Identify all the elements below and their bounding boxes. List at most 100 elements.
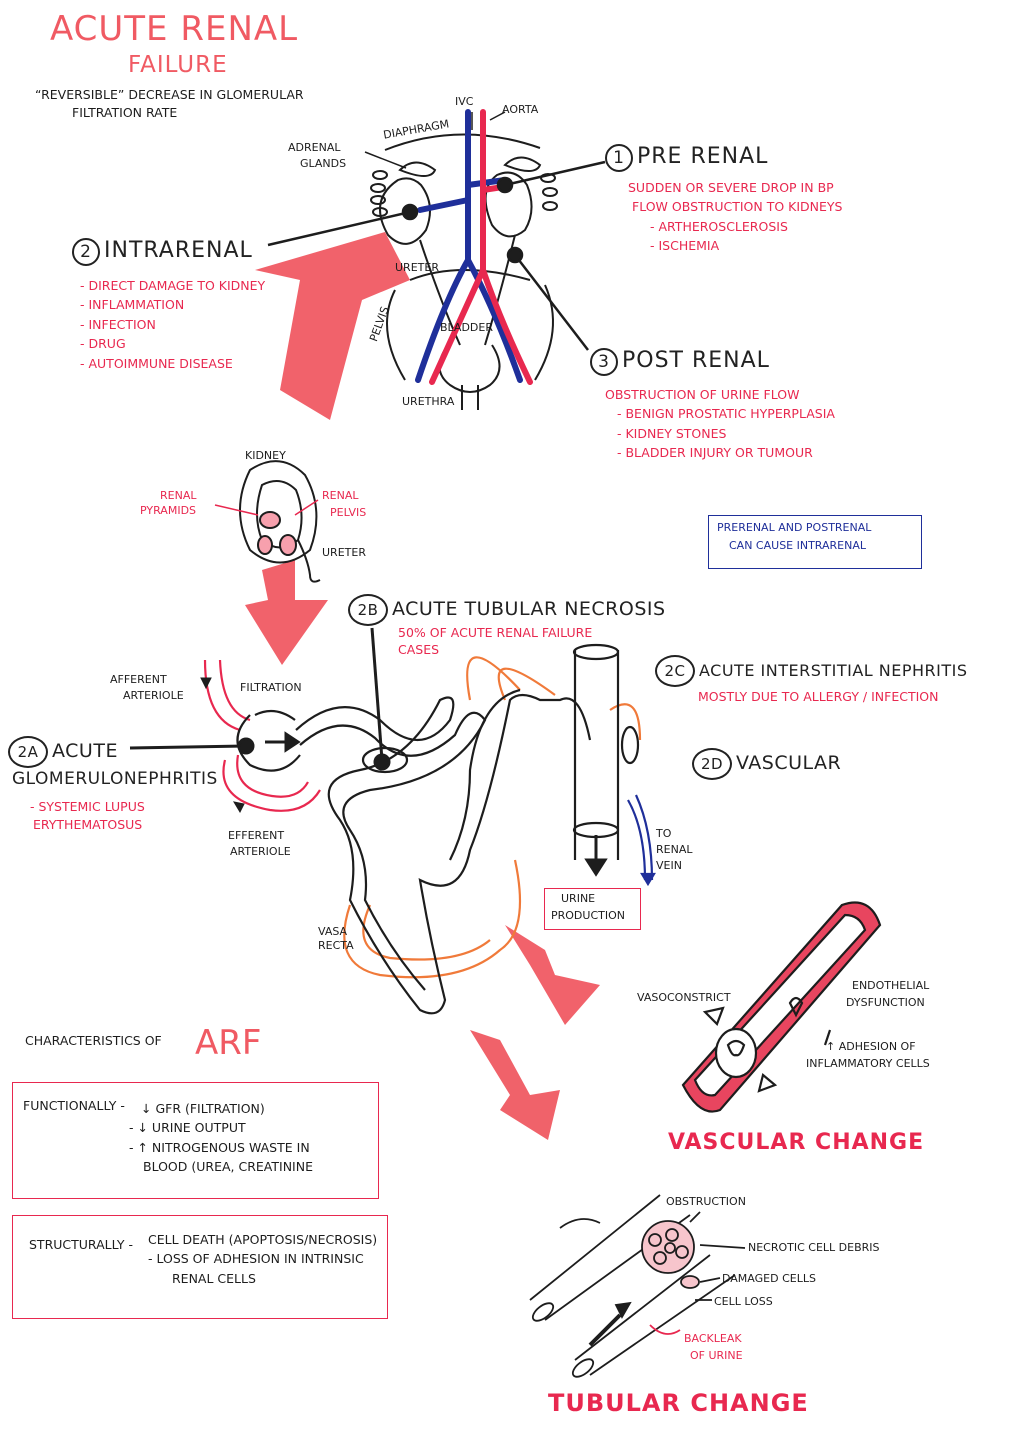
number-badge-3: 3	[590, 348, 618, 376]
label-bladder: BLADDER	[440, 321, 493, 334]
label-ureter-top: URETER	[395, 261, 439, 274]
intrarenal-item: - INFLAMMATION	[80, 297, 185, 313]
prerenal-label: PRE RENAL	[637, 144, 769, 169]
gn-item-2: ERYTHEMATOSUS	[33, 817, 143, 832]
label-ivc: IVC	[455, 95, 474, 108]
postrenal-item: OBSTRUCTION OF URINE FLOW	[605, 387, 800, 402]
number-badge-2b: 2b	[348, 594, 388, 626]
urine-line2: PRODUCTION	[551, 909, 625, 922]
intrarenal-item: - DIRECT DAMAGE TO KIDNEY	[80, 278, 266, 293]
postrenal-item: - KIDNEY STONES	[617, 425, 727, 441]
structural-item: CELL DEATH (APOPTOSIS/NECROSIS)	[148, 1232, 378, 1247]
great-vessels	[415, 109, 533, 385]
note-line1: PRERENAL AND POSTRENAL	[717, 521, 872, 534]
postrenal-item: - BENIGN PROSTATIC HYPERPLASIA	[617, 406, 835, 422]
postrenal-item: - BLADDER INJURY OR TUMOUR	[617, 445, 813, 461]
gn-label: ACUTE	[52, 740, 118, 762]
gn-item-1: - SYSTEMIC LUPUS	[30, 799, 145, 814]
nephron-drawing	[203, 643, 656, 1015]
label-renal-pyramids-2: PYRAMIDS	[140, 504, 197, 517]
functional-item: BLOOD (UREA, CREATININE	[143, 1159, 313, 1175]
flow-arrows	[245, 232, 600, 1140]
label-endo-2: DYSFUNCTION	[846, 996, 925, 1009]
page-title: ACUTE RENAL	[50, 9, 299, 49]
label-efferent-2: ARTERIOLE	[230, 845, 291, 858]
structural-item: - LOSS OF ADHESION IN INTRINSIC	[148, 1251, 364, 1267]
vascular-change-title: VASCULAR CHANGE	[668, 1130, 925, 1155]
note-line2: CAN CAUSE INTRARENAL	[729, 539, 867, 552]
ain-label: ACUTE INTERSTITIAL NEPHRITIS	[699, 661, 968, 680]
label-renal-vein-1: TO	[656, 827, 672, 840]
atn-desc-1: 50% OF ACUTE RENAL FAILURE	[398, 625, 593, 640]
label-damaged-cells: DAMAGED CELLS	[722, 1272, 816, 1285]
label-afferent-1: AFFERENT	[110, 673, 167, 686]
prerenal-list: SUDDEN OR SEVERE DROP IN BP FLOW OBSTRUC…	[628, 178, 842, 256]
label-adrenal-2: GLANDS	[300, 157, 347, 170]
label-kidney-ureter: URETER	[322, 546, 366, 559]
number-badge-2a: 2a	[8, 736, 48, 768]
note-box: PRERENAL AND POSTRENAL CAN CAUSE INTRARE…	[708, 515, 922, 569]
label-vasoconstrict: VASOCONSTRICT	[637, 991, 731, 1004]
definition-line2: FILTRATION RATE	[72, 105, 178, 120]
label-filtration: FILTRATION	[240, 681, 302, 694]
label-afferent-2: ARTERIOLE	[123, 689, 184, 702]
page-title-line2: FAILURE	[128, 52, 228, 78]
number-badge-1: 1	[605, 144, 633, 172]
functional-list: ↓ GFR (FILTRATION) - ↓ URINE OUTPUT - ↑ …	[129, 1099, 313, 1177]
ain-desc: MOSTLY DUE TO ALLERGY / INFECTION	[698, 689, 939, 704]
vascular-label: VASCULAR	[736, 752, 842, 774]
label-cell-loss: CELL LOSS	[714, 1295, 773, 1308]
postrenal-label: POST RENAL	[622, 348, 770, 373]
label-adhesion-1: ↑ ADHESION OF	[826, 1040, 916, 1053]
prerenal-item: FLOW OBSTRUCTION TO KIDNEYS	[632, 199, 843, 215]
label-necrotic-debris: NECROTIC CELL DEBRIS	[748, 1241, 880, 1254]
label-backleak-2: OF URINE	[690, 1349, 743, 1362]
label-kidney: KIDNEY	[245, 449, 286, 462]
prerenal-item: - ARTHEROSCLEROSIS	[650, 218, 788, 234]
tubular-change-title: TUBULAR CHANGE	[548, 1389, 809, 1417]
intrarenal-list: - DIRECT DAMAGE TO KIDNEY - INFLAMMATION…	[80, 276, 265, 373]
label-renal-vein-2: RENAL	[656, 843, 693, 856]
arf-label: ARF	[195, 1023, 262, 1063]
label-renal-pelvis-2: PELVIS	[330, 506, 367, 519]
label-renal-pelvis-1: RENAL	[322, 489, 359, 502]
functionally-label: FUNCTIONALLY -	[23, 1098, 125, 1113]
functional-item: - ↑ NITROGENOUS WASTE IN	[129, 1139, 310, 1155]
kidney-drawing	[214, 460, 321, 583]
label-backleak-1: BACKLEAK	[684, 1332, 742, 1345]
urine-production-box: URINE PRODUCTION	[544, 888, 641, 930]
intrarenal-label: INTRARENAL	[104, 238, 253, 263]
label-endo-1: ENDOTHELIAL	[852, 979, 930, 992]
number-badge-2c: 2c	[655, 655, 695, 687]
label-aorta: AORTA	[502, 103, 539, 116]
definition-line1: “REVERSIBLE” DECREASE IN GLOMERULAR	[35, 87, 304, 102]
prerenal-item: - ISCHEMIA	[650, 238, 720, 254]
label-renal-vein-3: VEIN	[656, 859, 682, 872]
number-badge-2: 2	[72, 238, 100, 266]
structural-box: STRUCTURALLY - CELL DEATH (APOPTOSIS/NEC…	[12, 1215, 388, 1319]
top-pointers	[267, 111, 606, 351]
heading-vascular: 2dVASCULAR	[692, 748, 841, 780]
intrarenal-item: - DRUG	[80, 336, 126, 352]
atn-desc-2: CASES	[398, 642, 440, 657]
gn-label2: GLOMERULONEPHRITIS	[12, 769, 218, 789]
tubule-damage-drawing	[529, 1194, 746, 1378]
nephron-arrows	[129, 627, 608, 877]
functional-item: - ↓ URINE OUTPUT	[129, 1120, 246, 1136]
label-obstruction: OBSTRUCTION	[666, 1195, 746, 1208]
blood-vessel-drawing	[681, 901, 882, 1113]
label-adrenal-1: ADRENAL	[288, 141, 341, 154]
structural-item: RENAL CELLS	[172, 1270, 256, 1286]
atn-label: ACUTE TUBULAR NECROSIS	[392, 598, 666, 620]
postrenal-list: OBSTRUCTION OF URINE FLOW - BENIGN PROST…	[605, 385, 835, 463]
structural-list: CELL DEATH (APOPTOSIS/NECROSIS) - LOSS O…	[148, 1230, 377, 1288]
intrarenal-item: - INFECTION	[80, 316, 156, 332]
label-urethra: URETHRA	[402, 395, 455, 408]
functional-box: FUNCTIONALLY - ↓ GFR (FILTRATION) - ↓ UR…	[12, 1082, 379, 1199]
structurally-label: STRUCTURALLY -	[29, 1237, 134, 1252]
intrarenal-item: - AUTOIMMUNE DISEASE	[80, 355, 233, 371]
